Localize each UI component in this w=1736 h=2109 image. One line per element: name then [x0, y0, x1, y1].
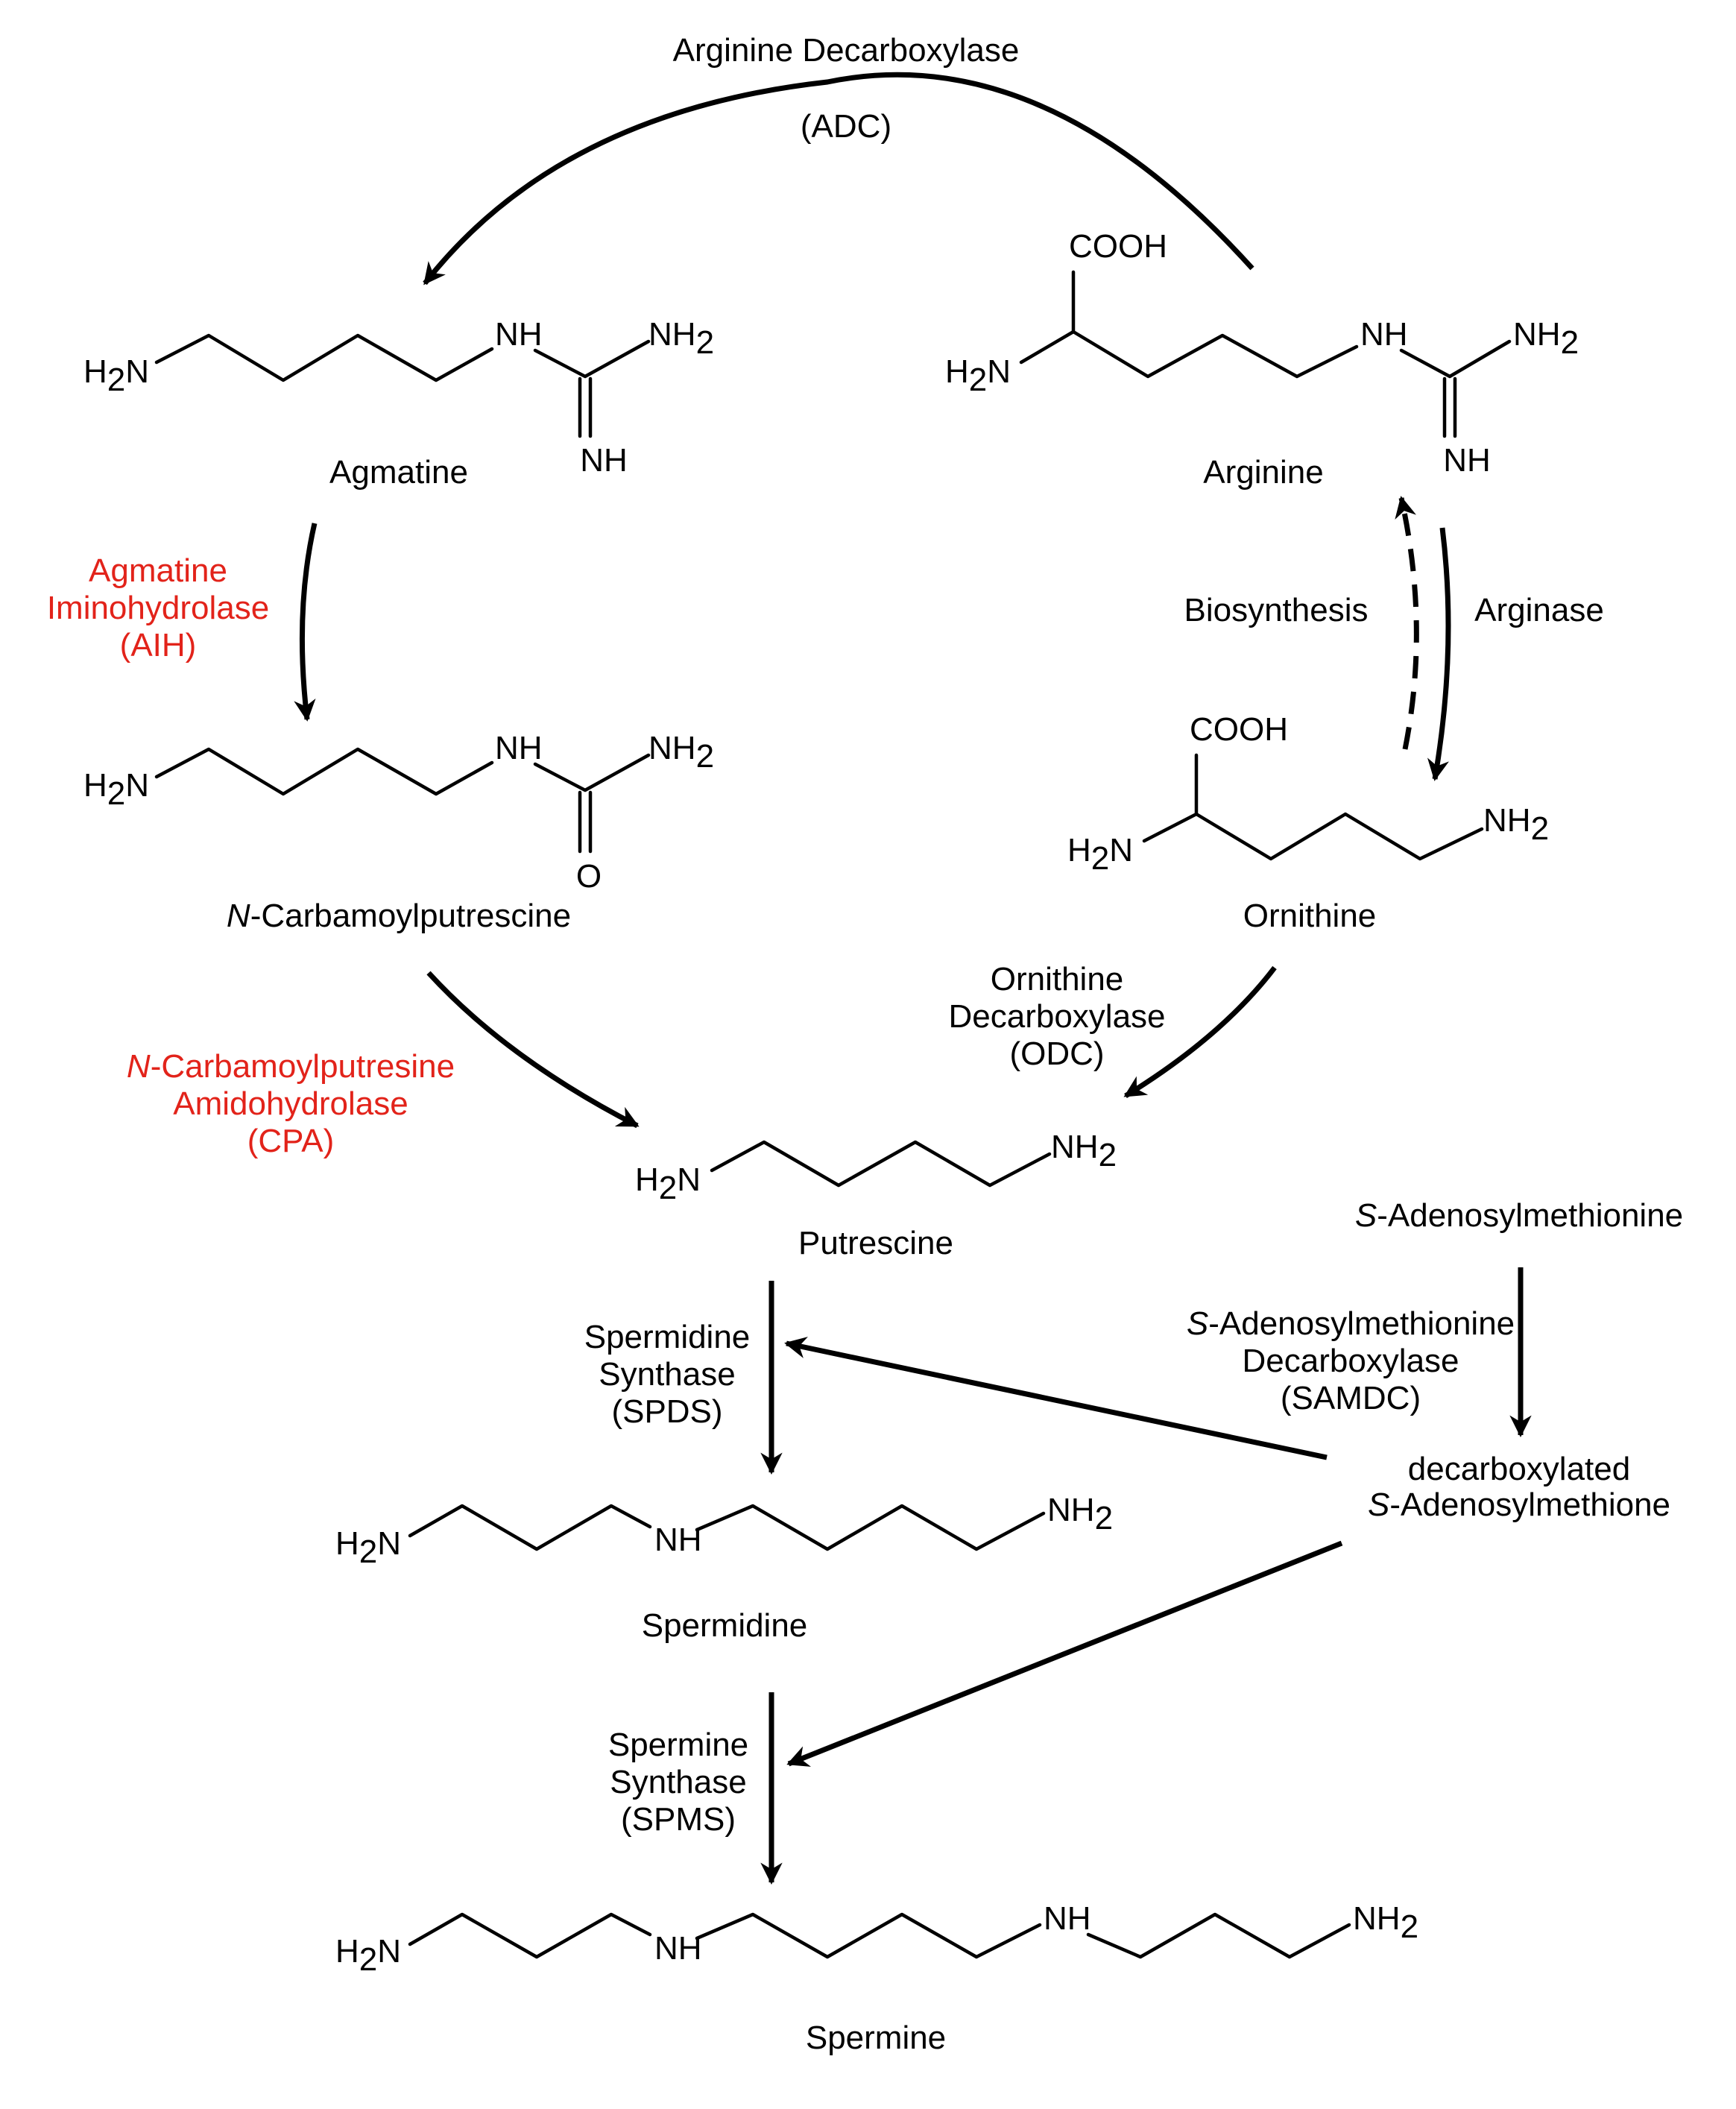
cpa-line1: N-Carbamoylputresine — [127, 1048, 455, 1085]
agmatine-imine: NH — [580, 442, 628, 479]
putrescine-structure: H2N NH2 Putrescine — [635, 1129, 1117, 1261]
cpa-arrow — [426, 971, 640, 1129]
agmatine-nh2: NH2 — [648, 316, 714, 361]
dcsam-line2: S-Adenosylmethione — [1368, 1487, 1670, 1523]
ornithine-name: Ornithine — [1243, 898, 1377, 934]
dcsam-label: decarboxylated S-Adenosylmethione — [1368, 1451, 1670, 1523]
adc-abbrev: (ADC) — [801, 108, 891, 145]
carbamoylputrescine-structure: H2N NH NH2 O N-Carbamoylputrescine — [83, 730, 714, 934]
agmatine-h2n: H2N — [83, 353, 149, 398]
arginine-nh: NH — [1360, 316, 1408, 353]
dcsam-line1: decarboxylated — [1408, 1451, 1630, 1487]
carbamoylputrescine-name: N-Carbamoylputrescine — [227, 898, 571, 934]
cpa-line2: Amidohydrolase — [173, 1085, 408, 1122]
agmatine-nh: NH — [495, 316, 543, 353]
arginine-nh2: NH2 — [1513, 316, 1579, 361]
aih-line2: Iminohydrolase — [47, 590, 269, 626]
dcsam-to-spds-arrow — [784, 1337, 1328, 1460]
carbamoylputrescine-nh: NH — [495, 730, 543, 766]
biosynthesis-label: Biosynthesis — [1184, 592, 1368, 628]
carbamoylputrescine-urea-bonds — [533, 753, 651, 792]
adc-name: Arginine Decarboxylase — [673, 32, 1020, 69]
samdc-line2: Decarboxylase — [1242, 1343, 1459, 1379]
spermine-h2n: H2N — [335, 1933, 401, 1978]
aih-abbrev: (AIH) — [120, 627, 197, 663]
spms-line1: Spermine — [608, 1727, 748, 1763]
spermidine-structure: H2N NH NH2 Spermidine — [335, 1492, 1113, 1644]
arginine-structure: COOH H2N NH NH2 NH Arginine — [945, 228, 1579, 491]
spermidine-nh: NH — [654, 1522, 702, 1558]
agmatine-chain — [154, 333, 494, 382]
cpa-abbrev: (CPA) — [247, 1123, 335, 1159]
spds-line1: Spermidine — [584, 1319, 751, 1355]
spermidine-h2n: H2N — [335, 1525, 401, 1570]
odc-line1: Ornithine — [991, 961, 1124, 997]
arginine-imine: NH — [1443, 442, 1491, 479]
agmatine-structure: H2N NH NH2 NH Agmatine — [83, 316, 714, 491]
sam-name: S-Adenosylmethionine — [1355, 1197, 1683, 1234]
aih-arrow — [294, 523, 318, 722]
spds-line2: Synthase — [599, 1356, 735, 1393]
spermine-nh2: NH2 — [1353, 1900, 1418, 1945]
putrescine-name: Putrescine — [798, 1225, 953, 1261]
spermidine-name: Spermidine — [642, 1607, 808, 1644]
arginine-name: Arginine — [1203, 454, 1323, 491]
spermine-name: Spermine — [806, 2020, 946, 2056]
enzyme-spms-label: Spermine Synthase (SPMS) — [608, 1727, 748, 1838]
spms-line2: Synthase — [610, 1764, 746, 1800]
enzyme-odc-label: Ornithine Decarboxylase (ODC) — [948, 961, 1165, 1072]
spermine-nh-a: NH — [654, 1930, 702, 1967]
odc-line2: Decarboxylase — [948, 998, 1165, 1035]
adc-arrow — [423, 72, 1254, 286]
spermine-chain-a — [408, 1912, 652, 1959]
ornithine-nh2: NH2 — [1483, 802, 1549, 847]
ornithine-h2n: H2N — [1067, 832, 1133, 877]
enzyme-samdc-label: S-Adenosylmethionine Decarboxylase (SAMD… — [1187, 1305, 1515, 1416]
odc-arrow — [1123, 965, 1277, 1098]
enzyme-adc-label: Arginine Decarboxylase (ADC) — [673, 32, 1020, 145]
spms-abbrev: (SPMS) — [621, 1801, 736, 1838]
carbamoylputrescine-chain — [154, 747, 494, 796]
putrescine-nh2: NH2 — [1051, 1129, 1117, 1173]
samdc-line1: S-Adenosylmethionine — [1187, 1305, 1515, 1342]
putrescine-chain — [710, 1140, 1052, 1188]
spermine-nh-b: NH — [1044, 1900, 1091, 1937]
spermidine-chain-left — [408, 1504, 652, 1551]
arginase-arrow — [1427, 527, 1451, 781]
carbamoylputrescine-nh2: NH2 — [648, 730, 714, 775]
spermine-chain-c — [1086, 1912, 1351, 1959]
putrescine-h2n: H2N — [635, 1161, 701, 1206]
arginine-guanidino-bonds — [1399, 339, 1512, 379]
enzyme-aih-label: Agmatine Iminohydrolase (AIH) — [47, 552, 269, 663]
aih-line1: Agmatine — [89, 552, 227, 589]
carbamoylputrescine-h2n: H2N — [83, 767, 149, 812]
spermidine-chain-right — [695, 1504, 1046, 1551]
arginine-chain — [1019, 330, 1359, 379]
dcsam-to-spms-arrow — [786, 1540, 1343, 1767]
ornithine-chain — [1142, 812, 1484, 861]
spermine-structure: H2N NH NH NH2 Spermine — [335, 1900, 1418, 2056]
ornithine-structure: COOH H2N NH2 Ornithine — [1067, 711, 1549, 934]
samdc-abbrev: (SAMDC) — [1281, 1380, 1421, 1416]
spermidine-nh2: NH2 — [1047, 1492, 1113, 1536]
arginine-h2n: H2N — [945, 353, 1011, 398]
spermine-chain-b — [695, 1912, 1042, 1959]
arginine-cooh: COOH — [1069, 228, 1167, 265]
arginase-label: Arginase — [1474, 592, 1604, 628]
biosynthesis-arrow — [1395, 496, 1419, 750]
ornithine-cooh: COOH — [1190, 711, 1288, 748]
odc-abbrev: (ODC) — [1009, 1035, 1104, 1072]
agmatine-guanidino-bonds — [533, 339, 651, 379]
enzyme-cpa-label: N-Carbamoylputresine Amidohydrolase (CPA… — [127, 1048, 455, 1159]
enzyme-spds-label: Spermidine Synthase (SPDS) — [584, 1319, 751, 1430]
spds-abbrev: (SPDS) — [611, 1393, 722, 1430]
carbamoylputrescine-oxygen: O — [576, 858, 602, 895]
agmatine-name: Agmatine — [329, 454, 468, 491]
